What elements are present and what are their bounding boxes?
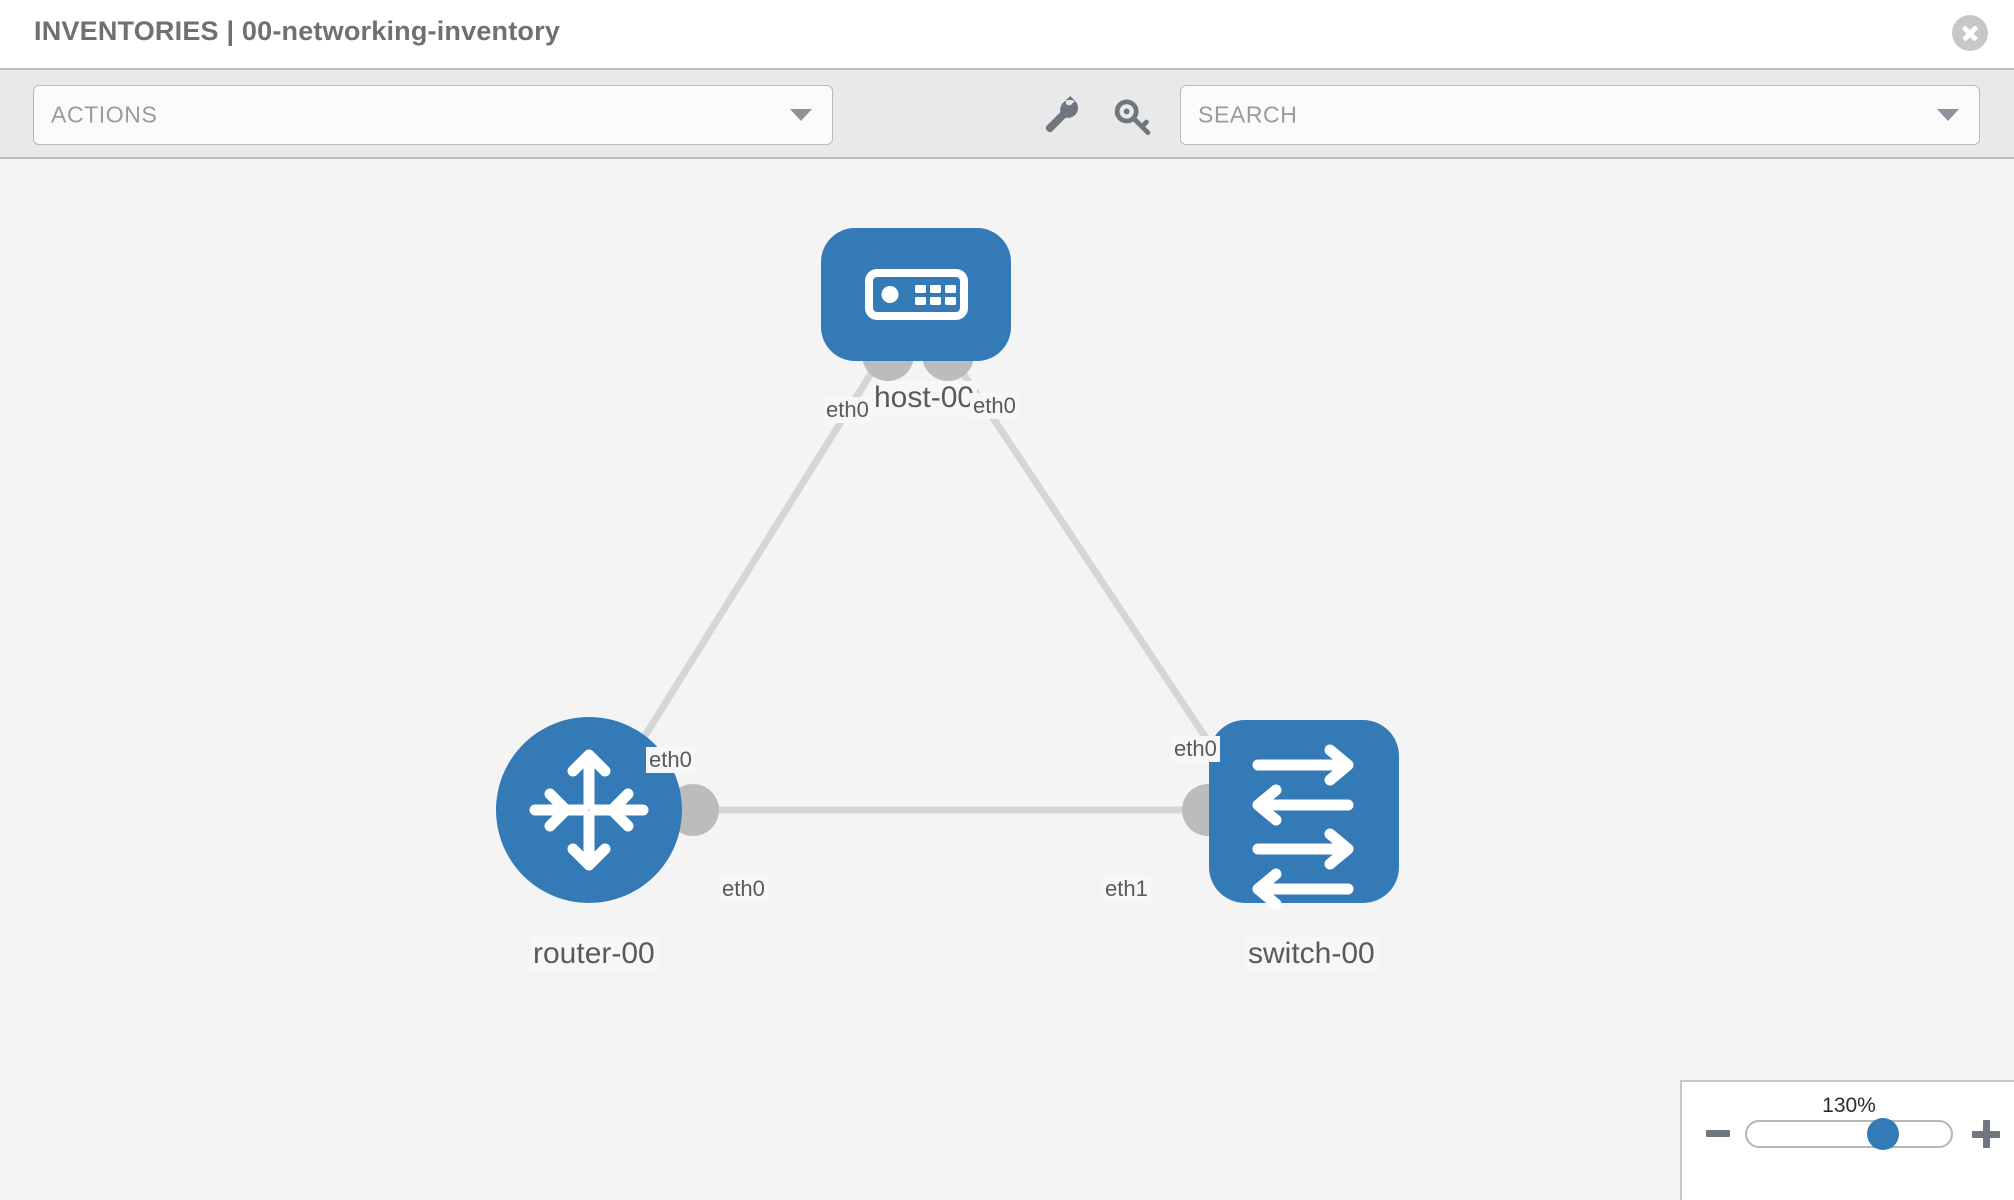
chevron-down-icon[interactable] (1937, 109, 1959, 121)
node-switch-00[interactable] (1209, 720, 1399, 910)
router-icon (529, 749, 649, 871)
key-icon[interactable] (1112, 94, 1156, 138)
search-placeholder: SEARCH (1198, 101, 1298, 128)
node-host-00[interactable] (821, 228, 1011, 361)
interface-label-router-eth0: eth0 (719, 876, 768, 902)
page-title: INVENTORIES | 00-networking-inventory (34, 16, 561, 46)
actions-dropdown-label: ACTIONS (51, 101, 158, 128)
interface-label-switch-eth0-uplink: eth0 (1171, 736, 1220, 762)
node-router-00[interactable] (496, 717, 682, 903)
zoom-control-panel: 130% (1680, 1080, 2014, 1200)
link-host-switch (954, 362, 1243, 791)
node-label-host-00: host-00 (871, 381, 978, 415)
search-input[interactable]: SEARCH (1180, 85, 1980, 145)
interface-label-switch-eth1: eth1 (1102, 876, 1151, 902)
window-header: INVENTORIES | 00-networking-inventory (0, 0, 2014, 68)
zoom-slider-thumb[interactable] (1866, 1118, 1899, 1150)
wrench-icon[interactable] (1040, 94, 1084, 138)
close-icon[interactable] (1952, 15, 1988, 51)
actions-dropdown[interactable]: ACTIONS (33, 85, 833, 145)
zoom-slider[interactable] (1745, 1118, 1953, 1150)
interface-label-host-eth0-left: eth0 (823, 397, 872, 423)
chevron-down-icon (790, 109, 812, 121)
interface-label-router-eth0-uplink: eth0 (646, 747, 695, 773)
topology-canvas[interactable]: host-00 router-00 switch-00 eth0 eth0 et… (0, 159, 2014, 1200)
zoom-in-icon[interactable] (1972, 1120, 2000, 1148)
server-icon (865, 269, 968, 320)
node-label-router-00: router-00 (530, 937, 658, 971)
topology-graph (496, 228, 1399, 910)
interface-label-host-eth0-right: eth0 (970, 393, 1019, 419)
toolbar: ACTIONS SEARCH (0, 68, 2014, 159)
switch-icon (1252, 744, 1354, 910)
link-host-router (605, 362, 880, 797)
zoom-out-icon[interactable] (1706, 1130, 1730, 1137)
node-label-switch-00: switch-00 (1245, 937, 1378, 971)
zoom-level-label: 130% (1822, 1094, 1876, 1117)
